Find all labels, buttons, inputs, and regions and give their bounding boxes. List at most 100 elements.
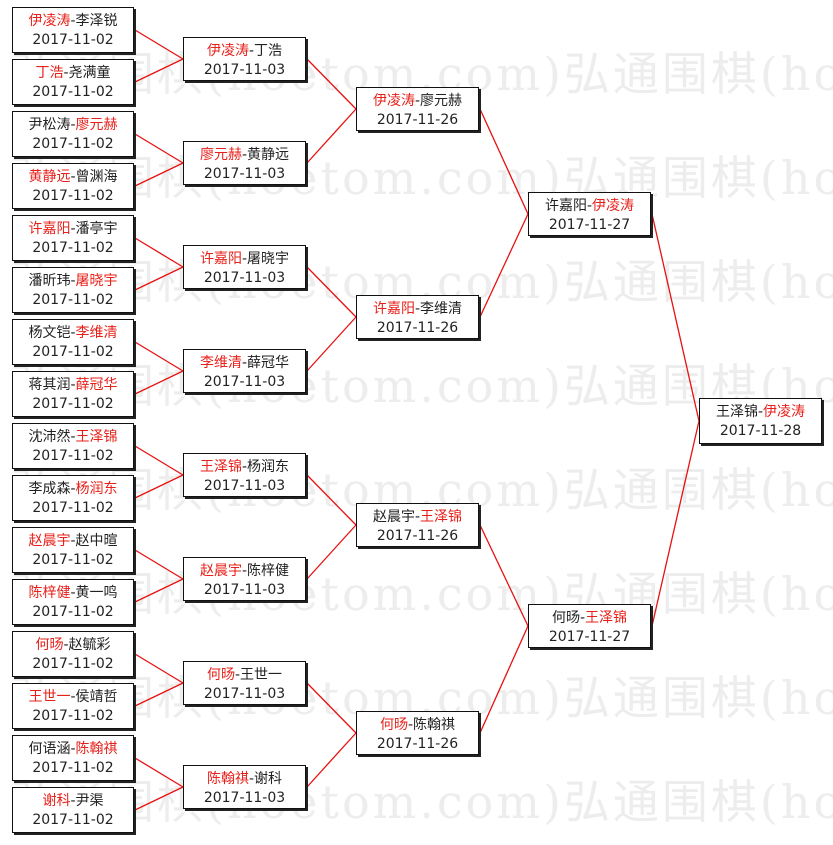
name-separator: - [70,793,76,809]
name-separator: - [70,221,76,237]
name-separator: - [70,325,76,341]
player-name: 陈翰祺 [413,717,456,733]
name-separator: - [70,273,76,289]
match-date: 2017-11-03 [203,790,286,806]
match-date: 2017-11-02 [32,656,114,672]
player-name: 伊凌涛 [763,404,806,420]
match-players: 黄静远-曾渊海 [13,168,133,187]
player-name: 王泽锦 [199,459,242,475]
match-players: 李维清-薛冠华 [184,354,305,373]
bracket-line [134,237,184,268]
player-name: 杨润东 [247,459,290,475]
name-separator: - [248,43,255,59]
player-name: 曾渊海 [75,169,118,185]
match-date: 2017-11-02 [32,396,114,412]
match-date: 2017-11-27 [548,629,631,645]
match-date: 2017-11-26 [376,528,459,544]
bracket-line [479,213,529,318]
player-name: 赵中暄 [75,533,118,549]
name-separator: - [70,533,76,549]
name-separator: - [63,65,69,81]
match-players: 陈梓健-黄一鸣 [13,584,133,603]
player-name: 廖元赫 [75,117,118,133]
bracket-line [134,58,184,83]
bracket-line [134,682,184,707]
bracket-line [134,653,184,684]
name-separator: - [248,771,255,787]
bracket-line [479,524,529,627]
player-name: 赵毓彩 [68,637,111,653]
match-players: 尹松涛-廖元赫 [13,116,133,135]
match-players: 王世一-侯靖哲 [13,688,133,707]
match-date: 2017-11-02 [32,240,114,256]
name-separator: - [70,117,76,133]
player-name: 侯靖哲 [75,689,118,705]
name-separator: - [70,585,76,601]
player-name: 杨润东 [75,481,118,497]
player-name: 许嘉阳 [544,198,587,214]
name-separator: - [241,563,248,579]
name-separator: - [586,198,593,214]
player-name: 薛冠华 [247,355,290,371]
player-name: 王泽锦 [75,429,118,445]
player-name: 伊凌涛 [372,93,415,109]
name-separator: - [241,459,248,475]
player-name: 何旸 [35,637,64,653]
match-players: 杨文铠-李维清 [13,324,133,343]
player-name: 廖元赫 [199,147,242,163]
match-players: 许嘉阳-潘亭宇 [13,220,133,239]
bracket-line [134,370,184,395]
player-name: 王泽锦 [585,610,628,626]
match-date: 2017-11-03 [203,270,286,286]
match-date: 2017-11-03 [203,374,286,390]
match-date: 2017-11-02 [32,812,114,828]
match-players: 王泽锦-杨润东 [184,458,305,477]
player-name: 李维清 [420,301,463,317]
bracket-line [306,266,357,318]
bracket-line [134,474,184,499]
match-players: 廖元赫-黄静远 [184,146,305,165]
match-players: 李成森-杨润东 [13,480,133,499]
player-name: 李维清 [199,355,242,371]
player-name: 屠晓宇 [247,251,290,267]
name-separator: - [234,667,241,683]
match-players: 伊凌涛-丁浩 [184,42,305,61]
match-date: 2017-11-02 [32,552,114,568]
match-date: 2017-11-02 [32,344,114,360]
name-separator: - [70,377,76,393]
name-separator: - [241,147,248,163]
match-date: 2017-11-02 [32,188,114,204]
player-name: 王世一 [28,689,71,705]
player-name: 黄静远 [247,147,290,163]
name-separator: - [414,301,421,317]
player-name: 伊凌涛 [28,13,71,29]
match-date: 2017-11-03 [203,582,286,598]
match-date: 2017-11-27 [548,217,631,233]
name-separator: - [414,509,421,525]
player-name: 何旸 [379,717,408,733]
bracket-line [134,133,184,164]
name-separator: - [70,741,76,757]
match-players: 赵晨宇-陈梓健 [184,562,305,581]
match-date: 2017-11-02 [32,84,114,100]
bracket-line [134,578,184,603]
player-name: 赵晨宇 [372,509,415,525]
player-name: 伊凌涛 [206,43,249,59]
player-name: 许嘉阳 [372,301,415,317]
match-players: 赵晨宇-赵中暄 [13,532,133,551]
player-name: 李成森 [28,481,71,497]
match-players: 伊凌涛-廖元赫 [357,92,478,111]
